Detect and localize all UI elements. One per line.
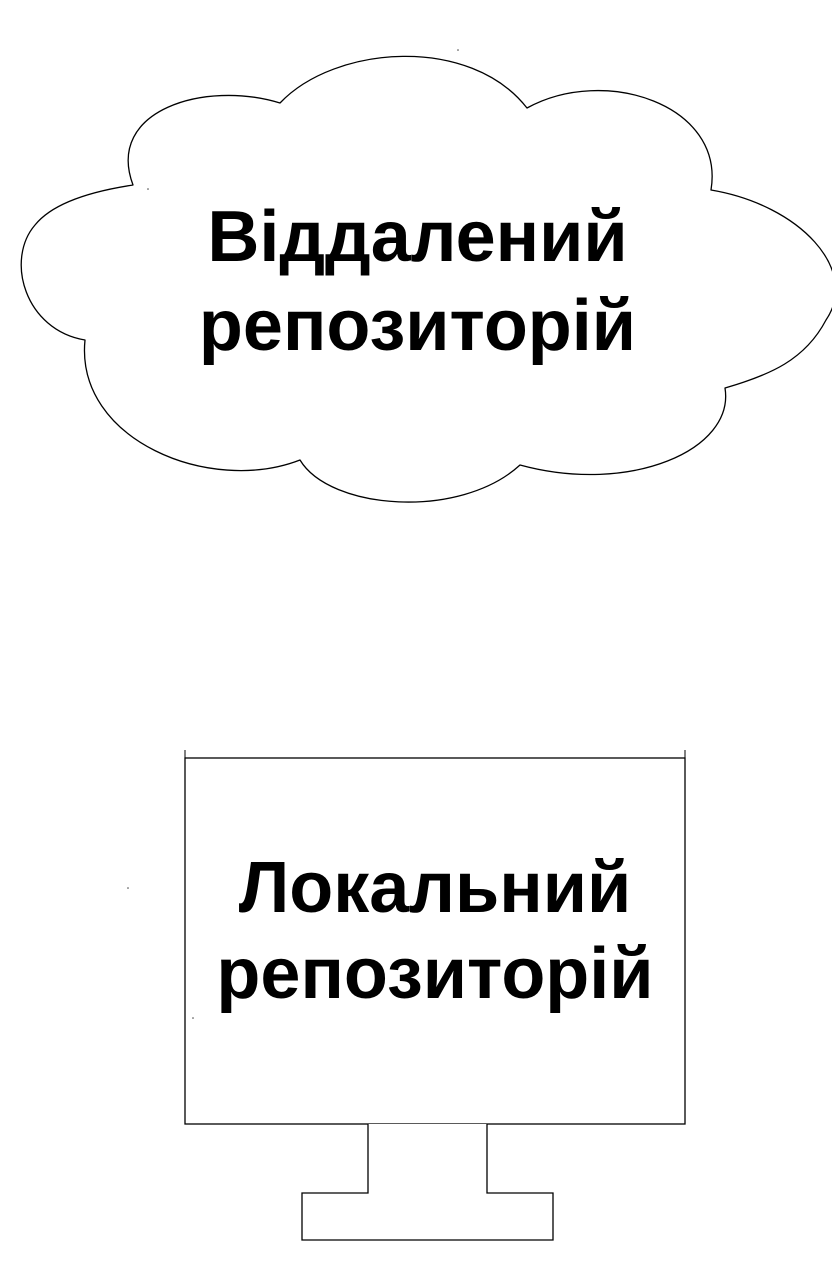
monitor-screen [184,757,686,1125]
speck [192,1017,194,1019]
remote-repo-label-line1: Віддалений [207,197,628,277]
remote-repo-label-line2: репозиторій [198,286,637,366]
local-repo-label-line2: репозиторій [216,934,654,1014]
monitor-stand [301,1124,554,1241]
speck [457,49,459,51]
speck [127,887,129,889]
cloud-icon [20,55,832,503]
local-repo-label-line1: Локальний [238,848,632,928]
speck [147,188,149,190]
monitor-icon [184,750,686,1241]
